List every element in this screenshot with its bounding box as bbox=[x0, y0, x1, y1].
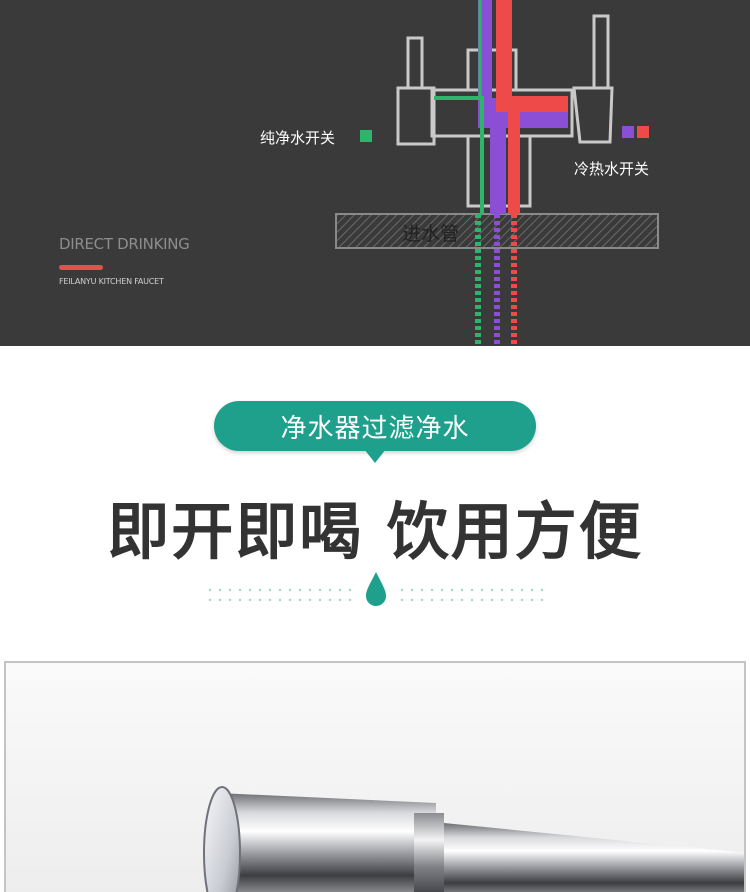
water-drop-icon bbox=[366, 572, 386, 606]
feature-badge: 净水器过滤净水 bbox=[214, 401, 536, 464]
feature-headline: 即开即喝 饮用方便 bbox=[107, 495, 643, 568]
faucet-photo-frame bbox=[4, 661, 746, 892]
faucet-diagram-panel: 纯净水开关 冷热水开关 进水管 DIRECT DRINKING FEILANYU… bbox=[0, 0, 750, 346]
right-lever bbox=[592, 14, 610, 90]
inlet-pipe-label: 进水管 bbox=[402, 223, 460, 245]
brand-accent-bar bbox=[59, 265, 103, 270]
hot-water-swatch bbox=[637, 126, 649, 138]
faucet-chrome-photo bbox=[203, 786, 744, 892]
stem-hot-channel bbox=[508, 112, 520, 214]
hot-cold-switch-label: 冷热水开关 bbox=[574, 160, 650, 178]
spout-hot bbox=[496, 0, 512, 100]
pure-water-switch-label: 纯净水开关 bbox=[260, 129, 336, 147]
stem-cold-channel bbox=[490, 128, 506, 214]
feature-badge-pointer bbox=[364, 449, 386, 463]
right-handle-box bbox=[572, 86, 614, 144]
pure-water-swatch bbox=[360, 130, 372, 142]
left-handle-box bbox=[396, 86, 436, 146]
brand-subtitle: FEILANYU KITCHEN FAUCET bbox=[59, 277, 164, 286]
cold-water-swatch bbox=[622, 126, 634, 138]
brand-title: DIRECT DRINKING bbox=[59, 235, 190, 253]
cross-hot-channel bbox=[496, 96, 568, 112]
water-drop-divider bbox=[208, 572, 544, 606]
feature-badge-pill: 净水器过滤净水 bbox=[214, 401, 536, 451]
faucet-schematic bbox=[335, 0, 659, 346]
pure-water-line bbox=[434, 96, 484, 214]
feature-badge-text: 净水器过滤净水 bbox=[280, 413, 470, 444]
left-lever bbox=[406, 36, 424, 90]
